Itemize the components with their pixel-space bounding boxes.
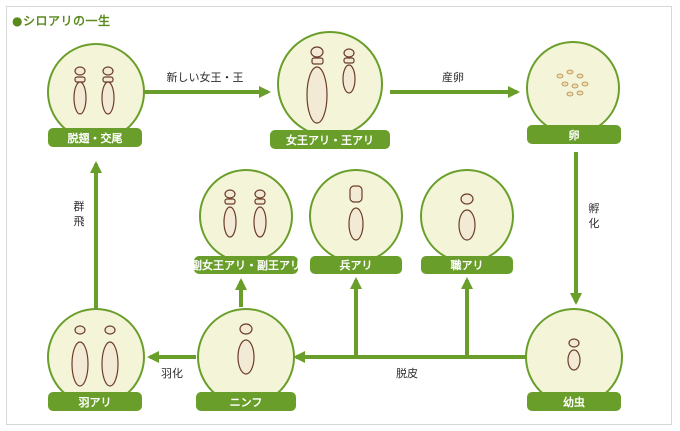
queen-king-termite-icon xyxy=(306,46,356,124)
stage-soldier: 兵アリ xyxy=(309,169,403,274)
stage-label-queen-king: 女王アリ・王アリ xyxy=(286,133,374,147)
edge-label-hatch-2: 化 xyxy=(589,216,600,230)
edge-label-hatch-1: 孵 xyxy=(589,201,600,215)
stage-label-soldier: 兵アリ xyxy=(340,258,373,272)
stage-label-alate: 羽アリ xyxy=(79,396,112,409)
soldier-termite-icon xyxy=(348,185,364,241)
stage-dasshi: 脱翅・交尾 xyxy=(47,43,145,147)
stage-label-egg: 卵 xyxy=(569,128,580,142)
stage-egg: 卵 xyxy=(526,41,621,144)
diagram-title: ●シロアリの一生 xyxy=(12,14,111,28)
stage-queen-king: 女王アリ・王アリ xyxy=(270,31,390,149)
worker-termite-icon xyxy=(458,193,476,241)
egg-cluster-icon xyxy=(556,69,589,97)
stage-label-worker: 職アリ xyxy=(451,258,484,272)
stage-label-dasshi: 脱翅・交尾 xyxy=(68,131,123,145)
edge-label-lay-eggs: 産卵 xyxy=(442,71,464,84)
edge-label-molt: 脱皮 xyxy=(396,366,418,380)
stage-label-secondary: 副女王アリ・副王アリ xyxy=(191,258,301,272)
connectors xyxy=(90,86,582,363)
stage-nymph: ニンフ xyxy=(196,308,296,411)
stage-worker: 職アリ xyxy=(420,169,514,274)
stage-secondary: 副女王アリ・副王アリ xyxy=(191,169,301,274)
stage-label-nymph: ニンフ xyxy=(230,396,263,409)
edge-label-swarm-2: 飛 xyxy=(74,215,85,228)
edge-label-swarm-1: 群 xyxy=(74,199,85,213)
stage-label-larva: 幼虫 xyxy=(563,395,585,409)
edge-label-emerge: 羽化 xyxy=(161,366,183,380)
secondary-reproductive-icon xyxy=(223,189,267,238)
stage-larva: 幼虫 xyxy=(525,308,623,411)
termite-pair-icon xyxy=(73,66,115,115)
nymph-termite-icon xyxy=(237,323,255,375)
stage-alate: 羽アリ xyxy=(47,308,145,411)
larva-termite-icon xyxy=(567,338,581,371)
edge-label-new-queen-king: 新しい女王・王 xyxy=(167,70,244,84)
winged-termite-icon xyxy=(71,325,119,387)
